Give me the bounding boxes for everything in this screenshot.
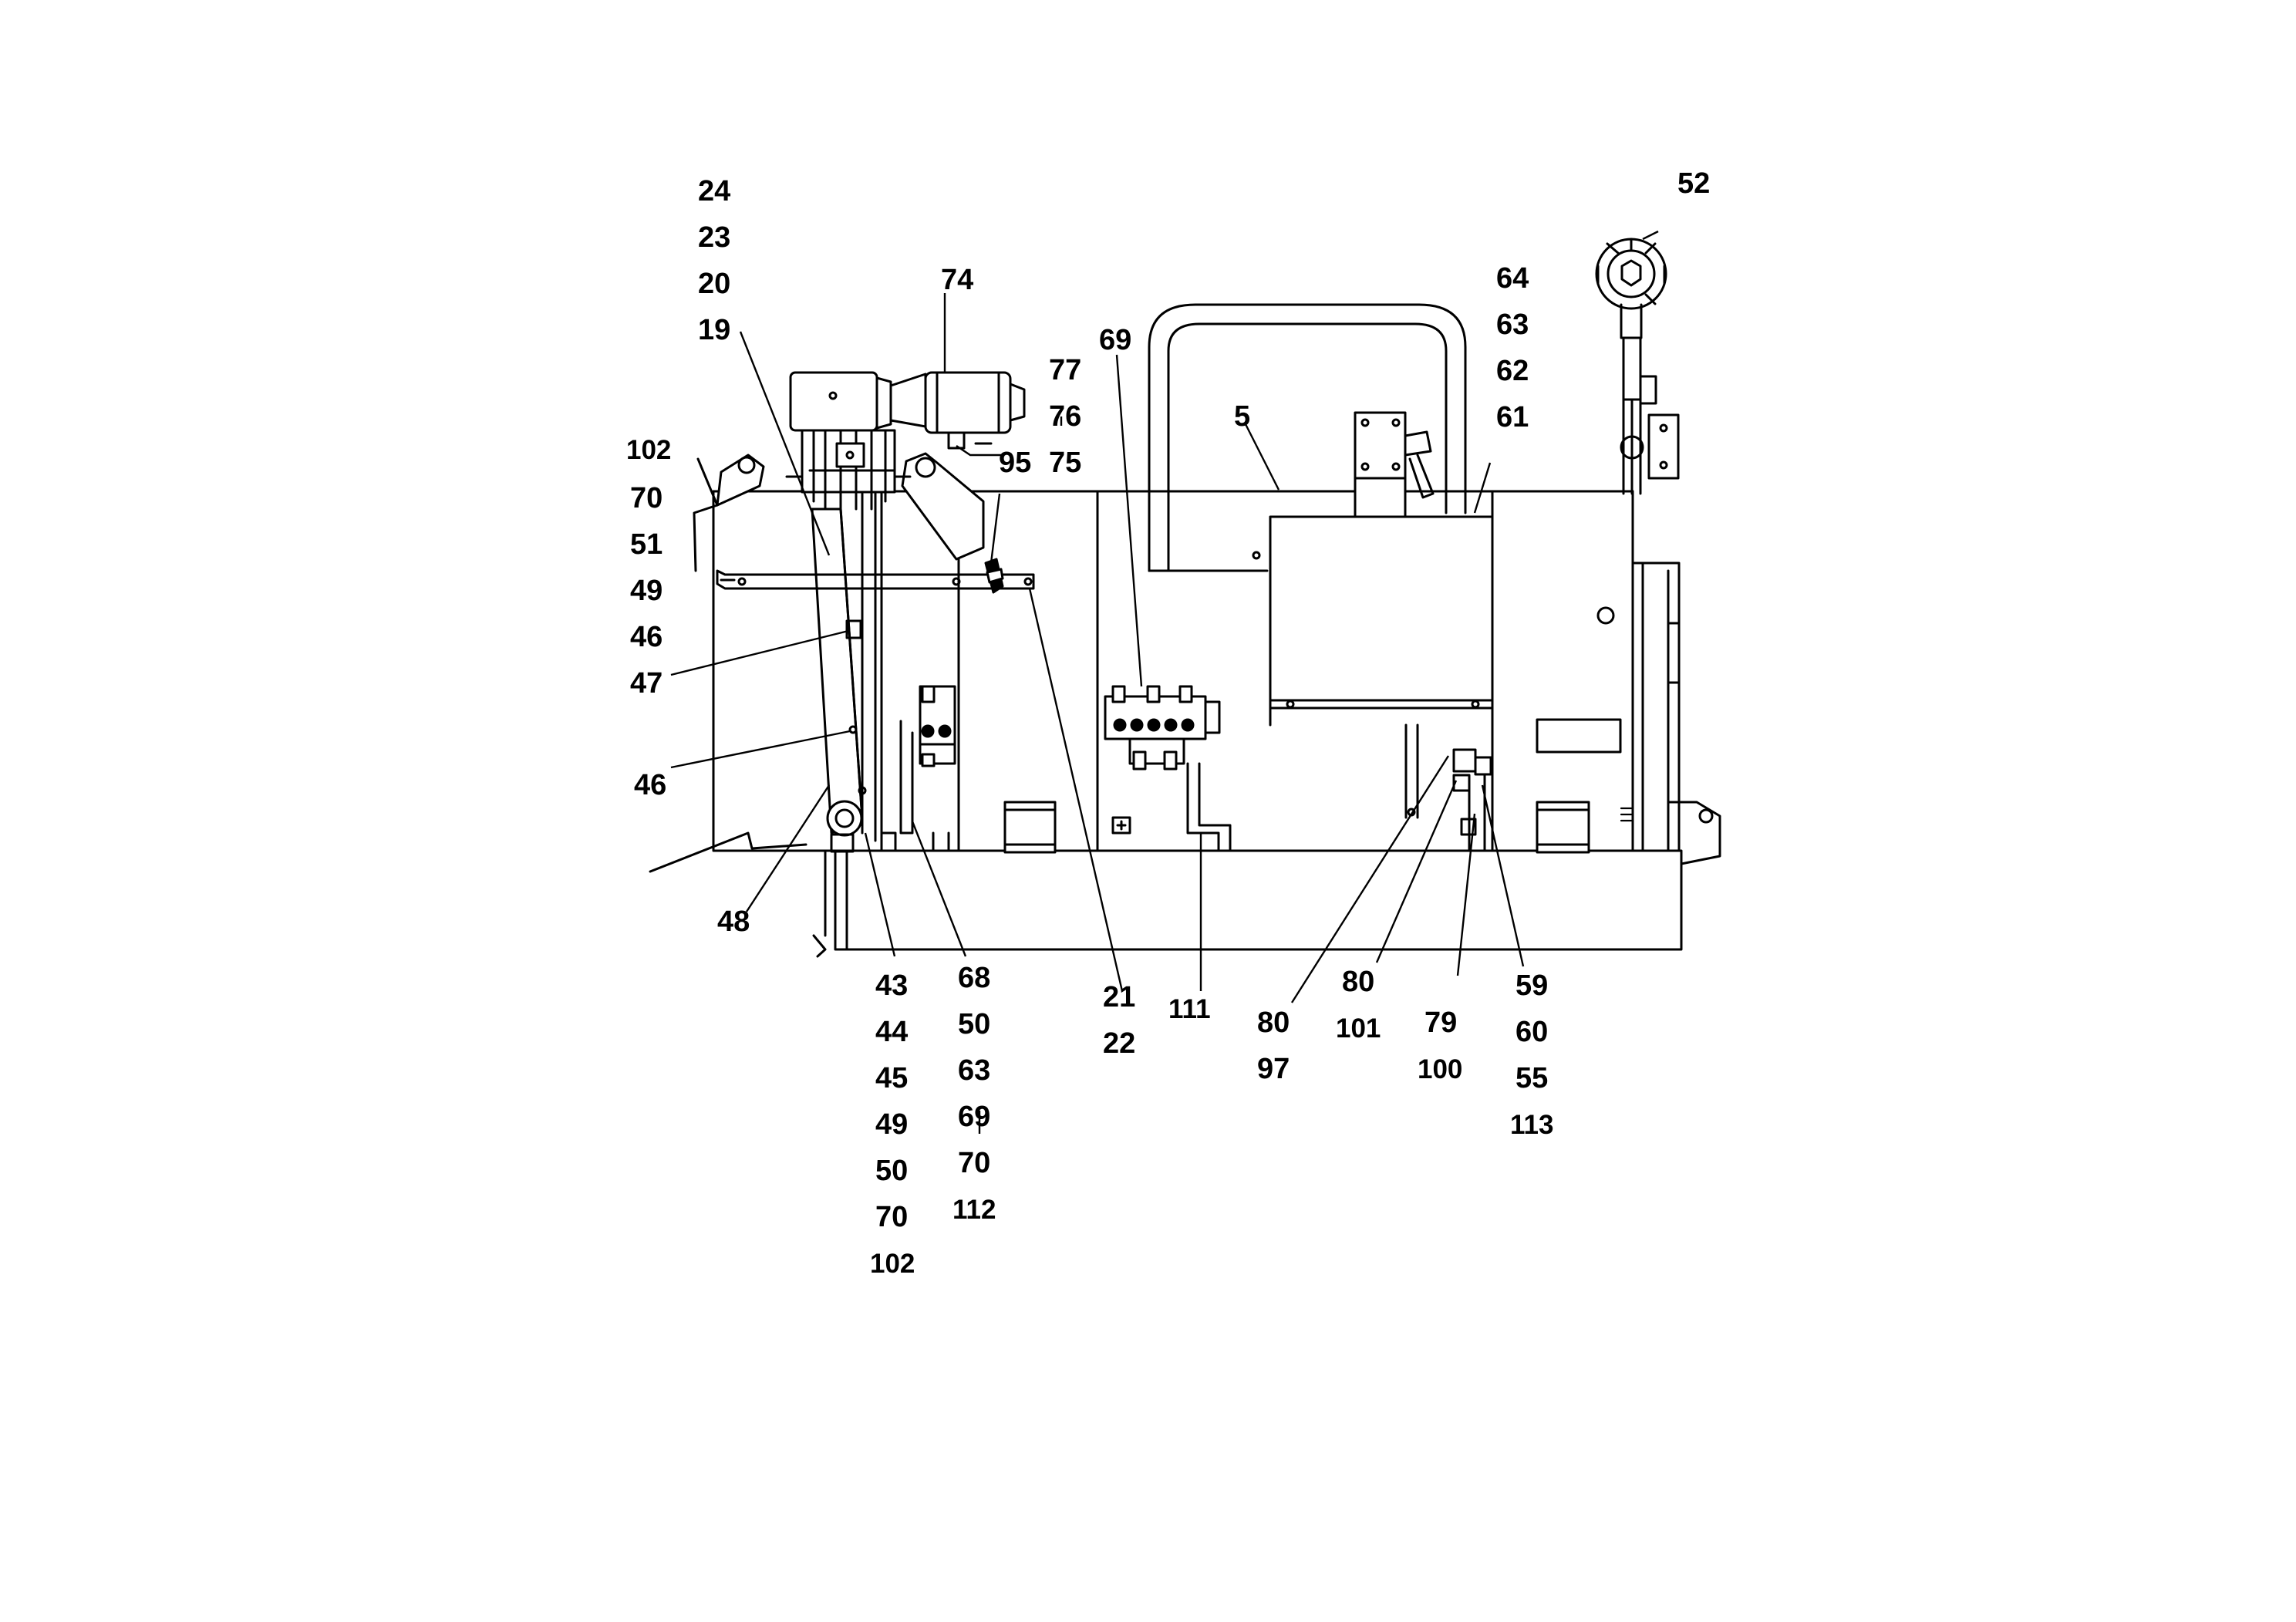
callout-23: 23 [698, 221, 730, 254]
callout-22: 22 [1103, 1027, 1135, 1060]
callout-95: 95 [999, 447, 1031, 479]
callout-48: 48 [717, 905, 750, 938]
callout-102-left: 102 [626, 435, 671, 465]
callout-68: 68 [958, 962, 990, 994]
callout-70-left: 70 [630, 482, 663, 514]
callout-74: 74 [941, 264, 973, 296]
callout-70-right: 70 [958, 1147, 990, 1179]
callout-49-lower: 49 [875, 1108, 908, 1141]
callout-51: 51 [630, 528, 663, 561]
lift-arm [716, 452, 1035, 853]
callout-43: 43 [875, 969, 908, 1002]
callout-113: 113 [1510, 1110, 1553, 1140]
callout-46-upper: 46 [630, 621, 663, 653]
callout-76: 76 [1049, 400, 1081, 433]
callout-62: 62 [1496, 355, 1529, 387]
support-blocks [1003, 801, 1590, 854]
callout-64: 64 [1496, 262, 1529, 295]
control-box [1252, 411, 1494, 819]
callout-20: 20 [698, 268, 730, 300]
callout-55: 55 [1515, 1062, 1548, 1094]
motor-assembly [785, 371, 1026, 511]
valve-bank-left [899, 685, 956, 852]
callout-97: 97 [1257, 1053, 1290, 1085]
callout-44: 44 [875, 1016, 908, 1048]
callout-80-left: 80 [1257, 1007, 1290, 1039]
callout-75: 75 [1049, 447, 1081, 479]
callout-52: 52 [1677, 167, 1710, 200]
roll-bar [1148, 303, 1467, 572]
callout-100: 100 [1418, 1054, 1462, 1084]
callout-111: 111 [1168, 994, 1211, 1024]
callout-61: 61 [1496, 401, 1529, 433]
callout-49-left: 49 [630, 575, 663, 607]
callout-19: 19 [698, 314, 730, 346]
callout-101: 101 [1336, 1013, 1381, 1044]
callout-46-lower: 46 [634, 769, 666, 801]
callout-50-left: 50 [875, 1155, 908, 1187]
callout-102-lower: 102 [870, 1249, 915, 1279]
callout-69-top: 69 [1099, 324, 1131, 356]
callout-50-right: 50 [958, 1008, 990, 1040]
callout-labels: 24 23 20 19 74 95 77 76 75 69 5 64 63 62… [626, 167, 1710, 1279]
callout-5: 5 [1234, 400, 1250, 433]
callout-21: 21 [1103, 981, 1135, 1013]
callout-112: 112 [952, 1195, 996, 1225]
callout-63-top: 63 [1496, 309, 1529, 341]
callout-47: 47 [630, 667, 663, 700]
callout-77: 77 [1049, 354, 1081, 386]
callout-79: 79 [1424, 1007, 1457, 1039]
callout-59: 59 [1515, 969, 1548, 1002]
valve-bank-center [1104, 685, 1232, 852]
leader-lines [670, 230, 1659, 1134]
callout-63-lower: 63 [958, 1054, 990, 1087]
lifting-eye-handle [1595, 238, 1680, 495]
callout-24: 24 [698, 175, 730, 207]
callout-60: 60 [1515, 1016, 1548, 1048]
callout-45: 45 [875, 1062, 908, 1094]
hydraulic-fittings [1452, 748, 1492, 852]
callout-69-lower: 69 [958, 1101, 990, 1133]
callout-70-lower: 70 [875, 1201, 908, 1233]
callout-80-right: 80 [1342, 966, 1374, 998]
